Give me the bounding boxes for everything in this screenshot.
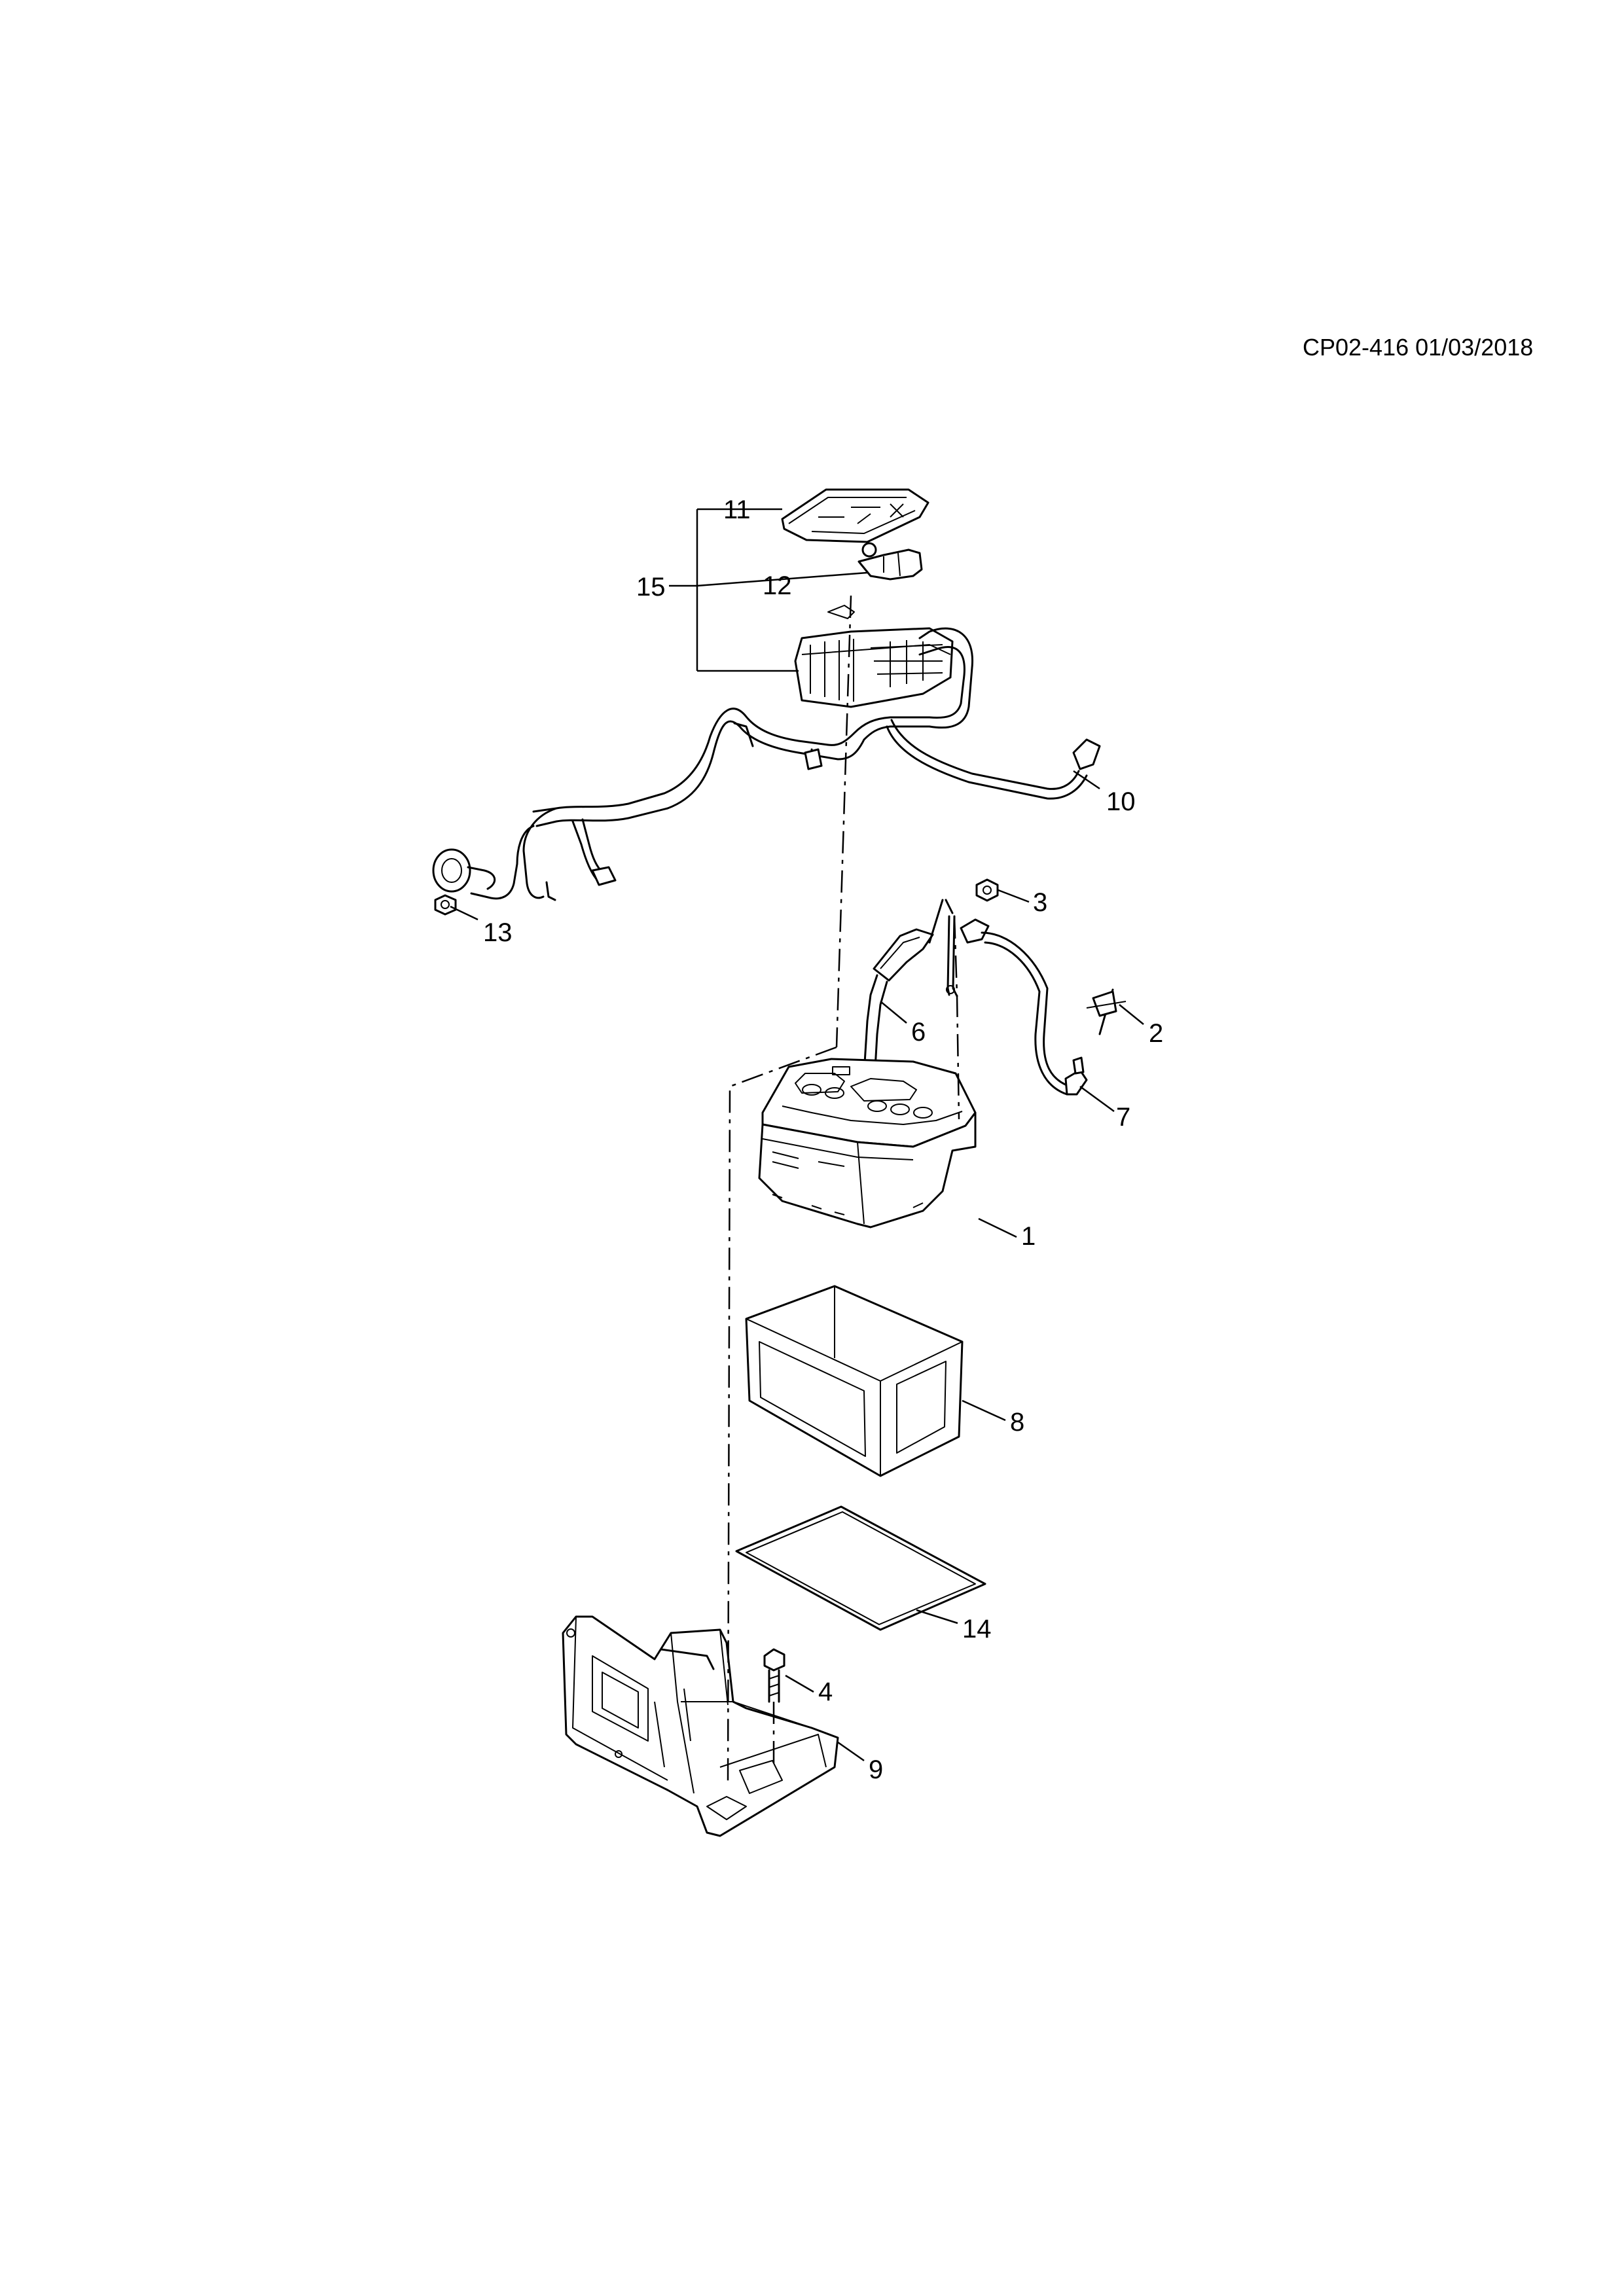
callout-14: 14 — [962, 1615, 992, 1643]
wiring-harness — [432, 627, 1101, 901]
callout-10: 10 — [1106, 787, 1136, 816]
callout-9: 9 — [869, 1755, 883, 1784]
callout-8: 8 — [1010, 1408, 1024, 1437]
callout-2: 2 — [1149, 1019, 1163, 1048]
callout-7: 7 — [1116, 1103, 1130, 1132]
callout-labels: 11 12 15 10 13 3 2 6 7 1 8 14 4 9 — [483, 495, 1163, 1784]
part-9-battery-tray — [562, 1615, 839, 1837]
part-12-nut-and-lug — [857, 542, 923, 581]
part-3-nut — [975, 878, 999, 902]
callout-leaders — [450, 508, 1144, 1762]
part-6-hold-down-bracket — [861, 899, 958, 1094]
part-1-battery — [758, 1058, 977, 1229]
part-2-cable-clip — [1086, 988, 1127, 1035]
part-11-fuse-box-cover — [781, 488, 929, 543]
alignment-lines — [727, 595, 960, 1787]
callout-4: 4 — [818, 1677, 833, 1706]
callout-12: 12 — [763, 571, 792, 600]
callout-1: 1 — [1021, 1222, 1036, 1251]
part-4-bolt — [763, 1648, 785, 1703]
callout-6: 6 — [911, 1018, 926, 1047]
callout-3: 3 — [1033, 888, 1047, 917]
document-reference: CP02-416 01/03/2018 — [1303, 334, 1534, 361]
part-15-fuse-box-assembly — [794, 605, 954, 708]
callout-15: 15 — [636, 573, 666, 601]
part-7-battery-cable — [960, 918, 1088, 1096]
part-8-battery-insulator — [745, 1285, 964, 1477]
callout-13: 13 — [483, 918, 513, 947]
part-13-nut — [434, 894, 457, 916]
part-14-battery-pad — [735, 1505, 986, 1631]
callout-11: 11 — [723, 495, 751, 524]
